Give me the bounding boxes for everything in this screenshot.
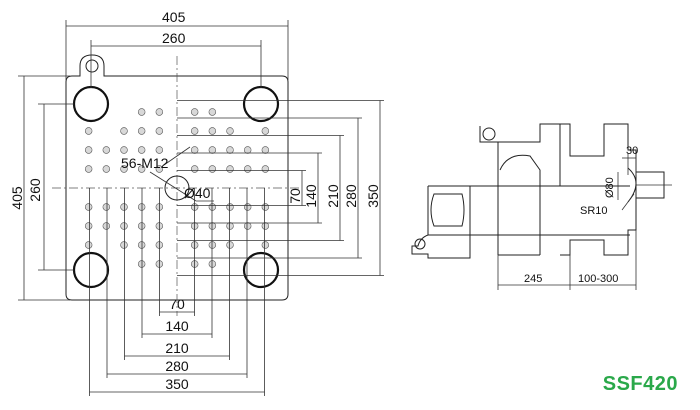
threaded-hole: [190, 127, 199, 135]
threaded-hole: [137, 146, 146, 154]
dim-tie-bar-v: 260: [27, 178, 43, 202]
threaded-hole: [155, 165, 164, 173]
model-label: SSF420: [602, 373, 678, 395]
threaded-hole: [84, 222, 93, 230]
threaded-hole: [155, 146, 164, 154]
threaded-hole: [120, 203, 128, 211]
threaded-hole: [120, 222, 128, 230]
threaded-hole: [102, 146, 111, 154]
threaded-hole: [261, 241, 270, 249]
dim-grid-v: 280: [343, 184, 359, 208]
threaded-hole: [137, 165, 146, 173]
center-hole-label: Ø40: [184, 185, 211, 201]
threaded-hole: [84, 127, 93, 135]
center-hole-leader: [149, 171, 197, 202]
thread-spec-leader: [163, 146, 191, 166]
threaded-hole: [102, 165, 111, 173]
thread-spec-label: 56-M12: [121, 155, 169, 171]
threaded-hole: [243, 146, 252, 154]
dim-tie-bar-h: 260: [162, 30, 186, 46]
dim-grid-h: 140: [165, 318, 189, 334]
threaded-hole: [84, 146, 93, 154]
threaded-hole: [208, 108, 217, 116]
threaded-hole: [84, 241, 93, 249]
dim-grid-h: 280: [165, 358, 189, 374]
threaded-hole: [120, 165, 128, 173]
dim-grid-h: 70: [169, 296, 185, 312]
threaded-hole: [190, 146, 199, 154]
dim-grid-v: 70: [287, 188, 303, 204]
threaded-hole: [208, 146, 217, 154]
bottom-dimensions: 70 140 210 280 350: [89, 188, 265, 396]
center-hole: [164, 175, 190, 201]
threaded-hole: [120, 241, 128, 249]
threaded-hole: [226, 203, 234, 211]
threaded-hole: [261, 203, 270, 211]
dim-grid-v: 210: [325, 184, 341, 208]
threaded-hole: [155, 127, 164, 135]
threaded-hole: [261, 127, 270, 135]
threaded-hole: [137, 108, 146, 116]
threaded-hole: [190, 108, 199, 116]
nozzle-diameter: Ø80: [604, 177, 616, 198]
threaded-hole: [261, 165, 270, 173]
threaded-hole: [190, 165, 199, 173]
threaded-hole: [155, 108, 164, 116]
threaded-hole: [226, 222, 234, 230]
threaded-hole: [261, 222, 270, 230]
threaded-hole: [84, 203, 93, 211]
threaded-hole: [243, 222, 252, 230]
threaded-hole: [120, 127, 128, 135]
threaded-hole: [208, 165, 217, 173]
threaded-hole: [208, 127, 217, 135]
side-dim-a: 245: [524, 273, 542, 285]
dim-grid-h: 350: [165, 376, 189, 392]
threaded-hole: [226, 165, 234, 173]
threaded-hole: [120, 146, 128, 154]
threaded-hole: [261, 146, 270, 154]
nozzle-radius: SR10: [580, 205, 608, 217]
dim-height-overall: 405: [9, 186, 25, 210]
threaded-hole: [243, 203, 252, 211]
threaded-hole: [102, 222, 111, 230]
dim-grid-v: 140: [303, 184, 319, 208]
threaded-hole: [226, 241, 234, 249]
dim-width-overall: 405: [162, 9, 186, 25]
threaded-hole: [102, 203, 111, 211]
threaded-hole: [226, 127, 234, 135]
dim-grid-h: 210: [165, 340, 189, 356]
nozzle-offset: 30: [626, 145, 638, 157]
threaded-hole: [137, 127, 146, 135]
side-dim-b: 100-300: [578, 273, 618, 285]
side-view: 30 Ø80 SR10 245 100-300: [411, 123, 672, 290]
lifting-hole: [85, 59, 99, 73]
tie-bar-holes: [72, 85, 280, 289]
threaded-hole: [84, 165, 93, 173]
threaded-hole: [226, 146, 234, 154]
threaded-hole: [243, 165, 252, 173]
dim-grid-v: 350: [365, 184, 381, 208]
